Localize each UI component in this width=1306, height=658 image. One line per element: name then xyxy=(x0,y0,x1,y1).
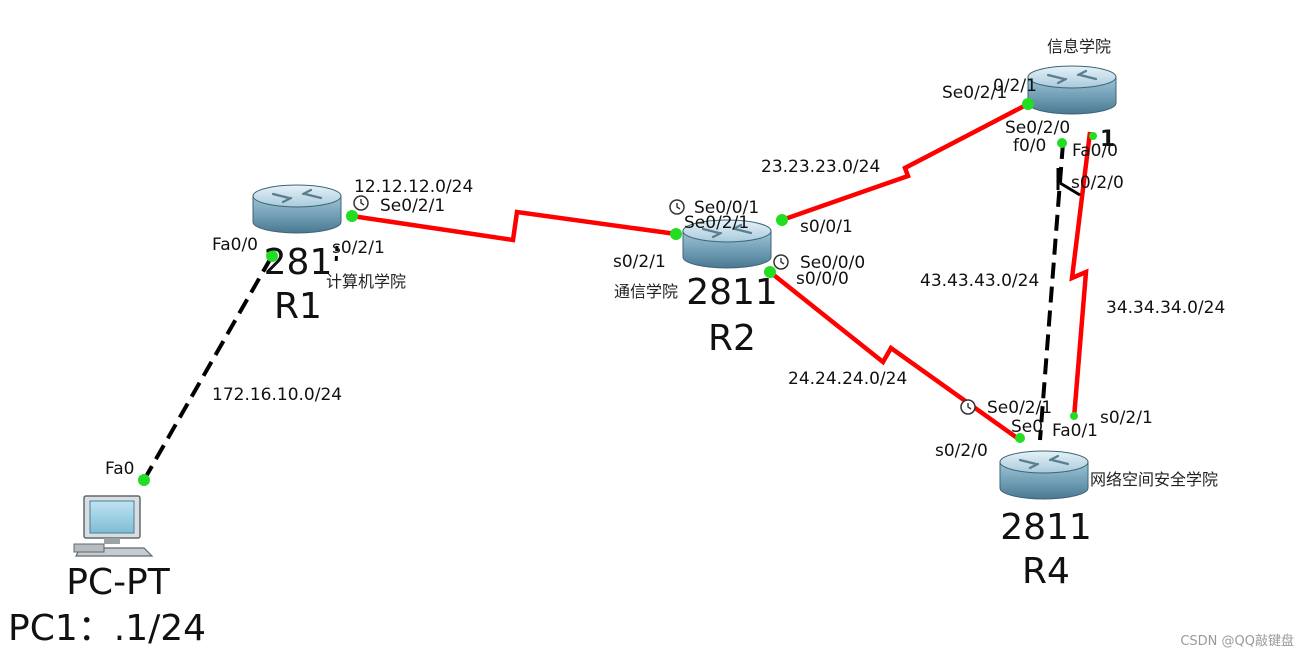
clock-icon xyxy=(353,195,369,211)
network-label-r1-r2: 12.12.12.0/24 xyxy=(354,177,473,197)
port-label-r3-overlap: 1 xyxy=(1100,127,1115,152)
port-label-r2-s001: s0/0/1 xyxy=(800,217,853,237)
port-label-r2-s000: s0/0/0 xyxy=(796,269,849,289)
port-label-r4-se021: Se0/2/1 xyxy=(987,398,1052,418)
device-school-r2: 通信学院 xyxy=(614,282,678,301)
link-r2-r3[interactable] xyxy=(781,102,1030,223)
device-name-r4: R4 xyxy=(1022,551,1070,592)
port-label-r3-se020: Se0/2/0 xyxy=(1005,118,1070,138)
clock-icon xyxy=(669,199,685,215)
port-dot-r2-s021 xyxy=(670,228,682,240)
device-model-r2: 2811 xyxy=(686,272,778,313)
port-dot-r3-f00 xyxy=(1057,138,1067,148)
port-label-r2-se021-overlap: Se0/2/1 xyxy=(684,213,749,233)
port-dot-r2-s000 xyxy=(764,266,776,278)
router-icon xyxy=(998,449,1090,501)
pc-icon xyxy=(73,495,154,557)
port-label-r4-s020: s0/2/0 xyxy=(935,441,988,461)
port-label-r3-s020: s0/2/0 xyxy=(1071,173,1124,193)
device-model-pc1: PC-PT xyxy=(66,562,171,603)
link-stub-r3 xyxy=(1056,168,1081,197)
port-label-r3-f00: f0/0 xyxy=(1013,136,1046,156)
port-label-r2-s021: s0/2/1 xyxy=(613,252,666,272)
device-school-r4: 网络空间安全学院 xyxy=(1090,470,1218,489)
port-label-r4-se0-partial: Se0 xyxy=(1011,417,1043,437)
router-r1[interactable] xyxy=(251,183,343,235)
port-label-r4-fa01: Fa0/1 xyxy=(1052,421,1098,441)
port-label-r1-s021: s0/2/1 xyxy=(332,238,385,258)
device-school-r3: 信息学院 xyxy=(1047,37,1111,56)
port-label-r4-s021: s0/2/1 xyxy=(1100,408,1153,428)
port-label-r2-se000: Se0/0/0 xyxy=(800,253,865,273)
port-dot-r3-se021 xyxy=(1022,98,1034,110)
device-model-r4: 2811 xyxy=(1000,507,1092,548)
port-label-r3-se021: Se0/2/1 xyxy=(942,83,1007,103)
port-dot-r4-s021 xyxy=(1070,412,1078,420)
network-label-r3-r4-ethernet: 43.43.43.0/24 xyxy=(920,271,1039,291)
link-r1-r2[interactable] xyxy=(351,209,677,243)
device-name-pc1: PC1：.1/24 xyxy=(8,608,206,649)
link-stub-r1 xyxy=(334,245,339,265)
router-r3[interactable] xyxy=(1026,64,1118,116)
link-r3-r4-serial[interactable] xyxy=(1069,131,1093,419)
pc1[interactable] xyxy=(73,495,154,557)
port-dot-r1-se021 xyxy=(346,210,358,222)
clock-icon xyxy=(773,254,789,270)
watermark: CSDN @QQ敲键盘 xyxy=(1180,633,1294,649)
port-dot-r4-s020 xyxy=(1015,433,1025,443)
link-r3-r4-ethernet[interactable] xyxy=(1038,142,1065,441)
port-label-r3-se021-ghost: 0/2/1 xyxy=(993,76,1037,96)
clock-icon xyxy=(960,399,976,415)
device-model-r1: 281 xyxy=(264,242,333,283)
port-label-r1-se021: Se0/2/1 xyxy=(380,196,445,216)
port-label-pc1-fa0: Fa0 xyxy=(105,459,134,479)
port-dot-r3-se020 xyxy=(1089,132,1097,140)
network-label-pc1-r1: 172.16.10.0/24 xyxy=(212,385,342,405)
device-name-r2: R2 xyxy=(708,318,756,359)
device-name-r1: R1 xyxy=(274,286,322,327)
link-pc1-r1[interactable] xyxy=(142,255,274,481)
router-r4[interactable] xyxy=(998,449,1090,501)
router-icon xyxy=(1026,64,1118,116)
network-label-r2-r4: 24.24.24.0/24 xyxy=(788,369,907,389)
port-indicators xyxy=(138,98,1097,486)
port-label-r1-fa00: Fa0/0 xyxy=(212,235,258,255)
device-school-r1: 计算机学院 xyxy=(326,272,406,291)
port-label-r2-se001: Se0/0/1 xyxy=(694,198,759,218)
port-dot-r1-fa00 xyxy=(266,250,278,262)
port-dot-r2-s001 xyxy=(776,214,788,226)
router-icon xyxy=(251,183,343,235)
port-dot-pc1-fa0 xyxy=(138,474,150,486)
network-label-r3-r4-serial: 34.34.34.0/24 xyxy=(1106,298,1225,318)
link-r2-r4[interactable] xyxy=(768,270,1022,442)
links-layer xyxy=(142,102,1093,481)
network-label-r2-r3: 23.23.23.0/24 xyxy=(761,157,880,177)
port-label-r3-fa00: Fa0/0 xyxy=(1072,141,1118,161)
